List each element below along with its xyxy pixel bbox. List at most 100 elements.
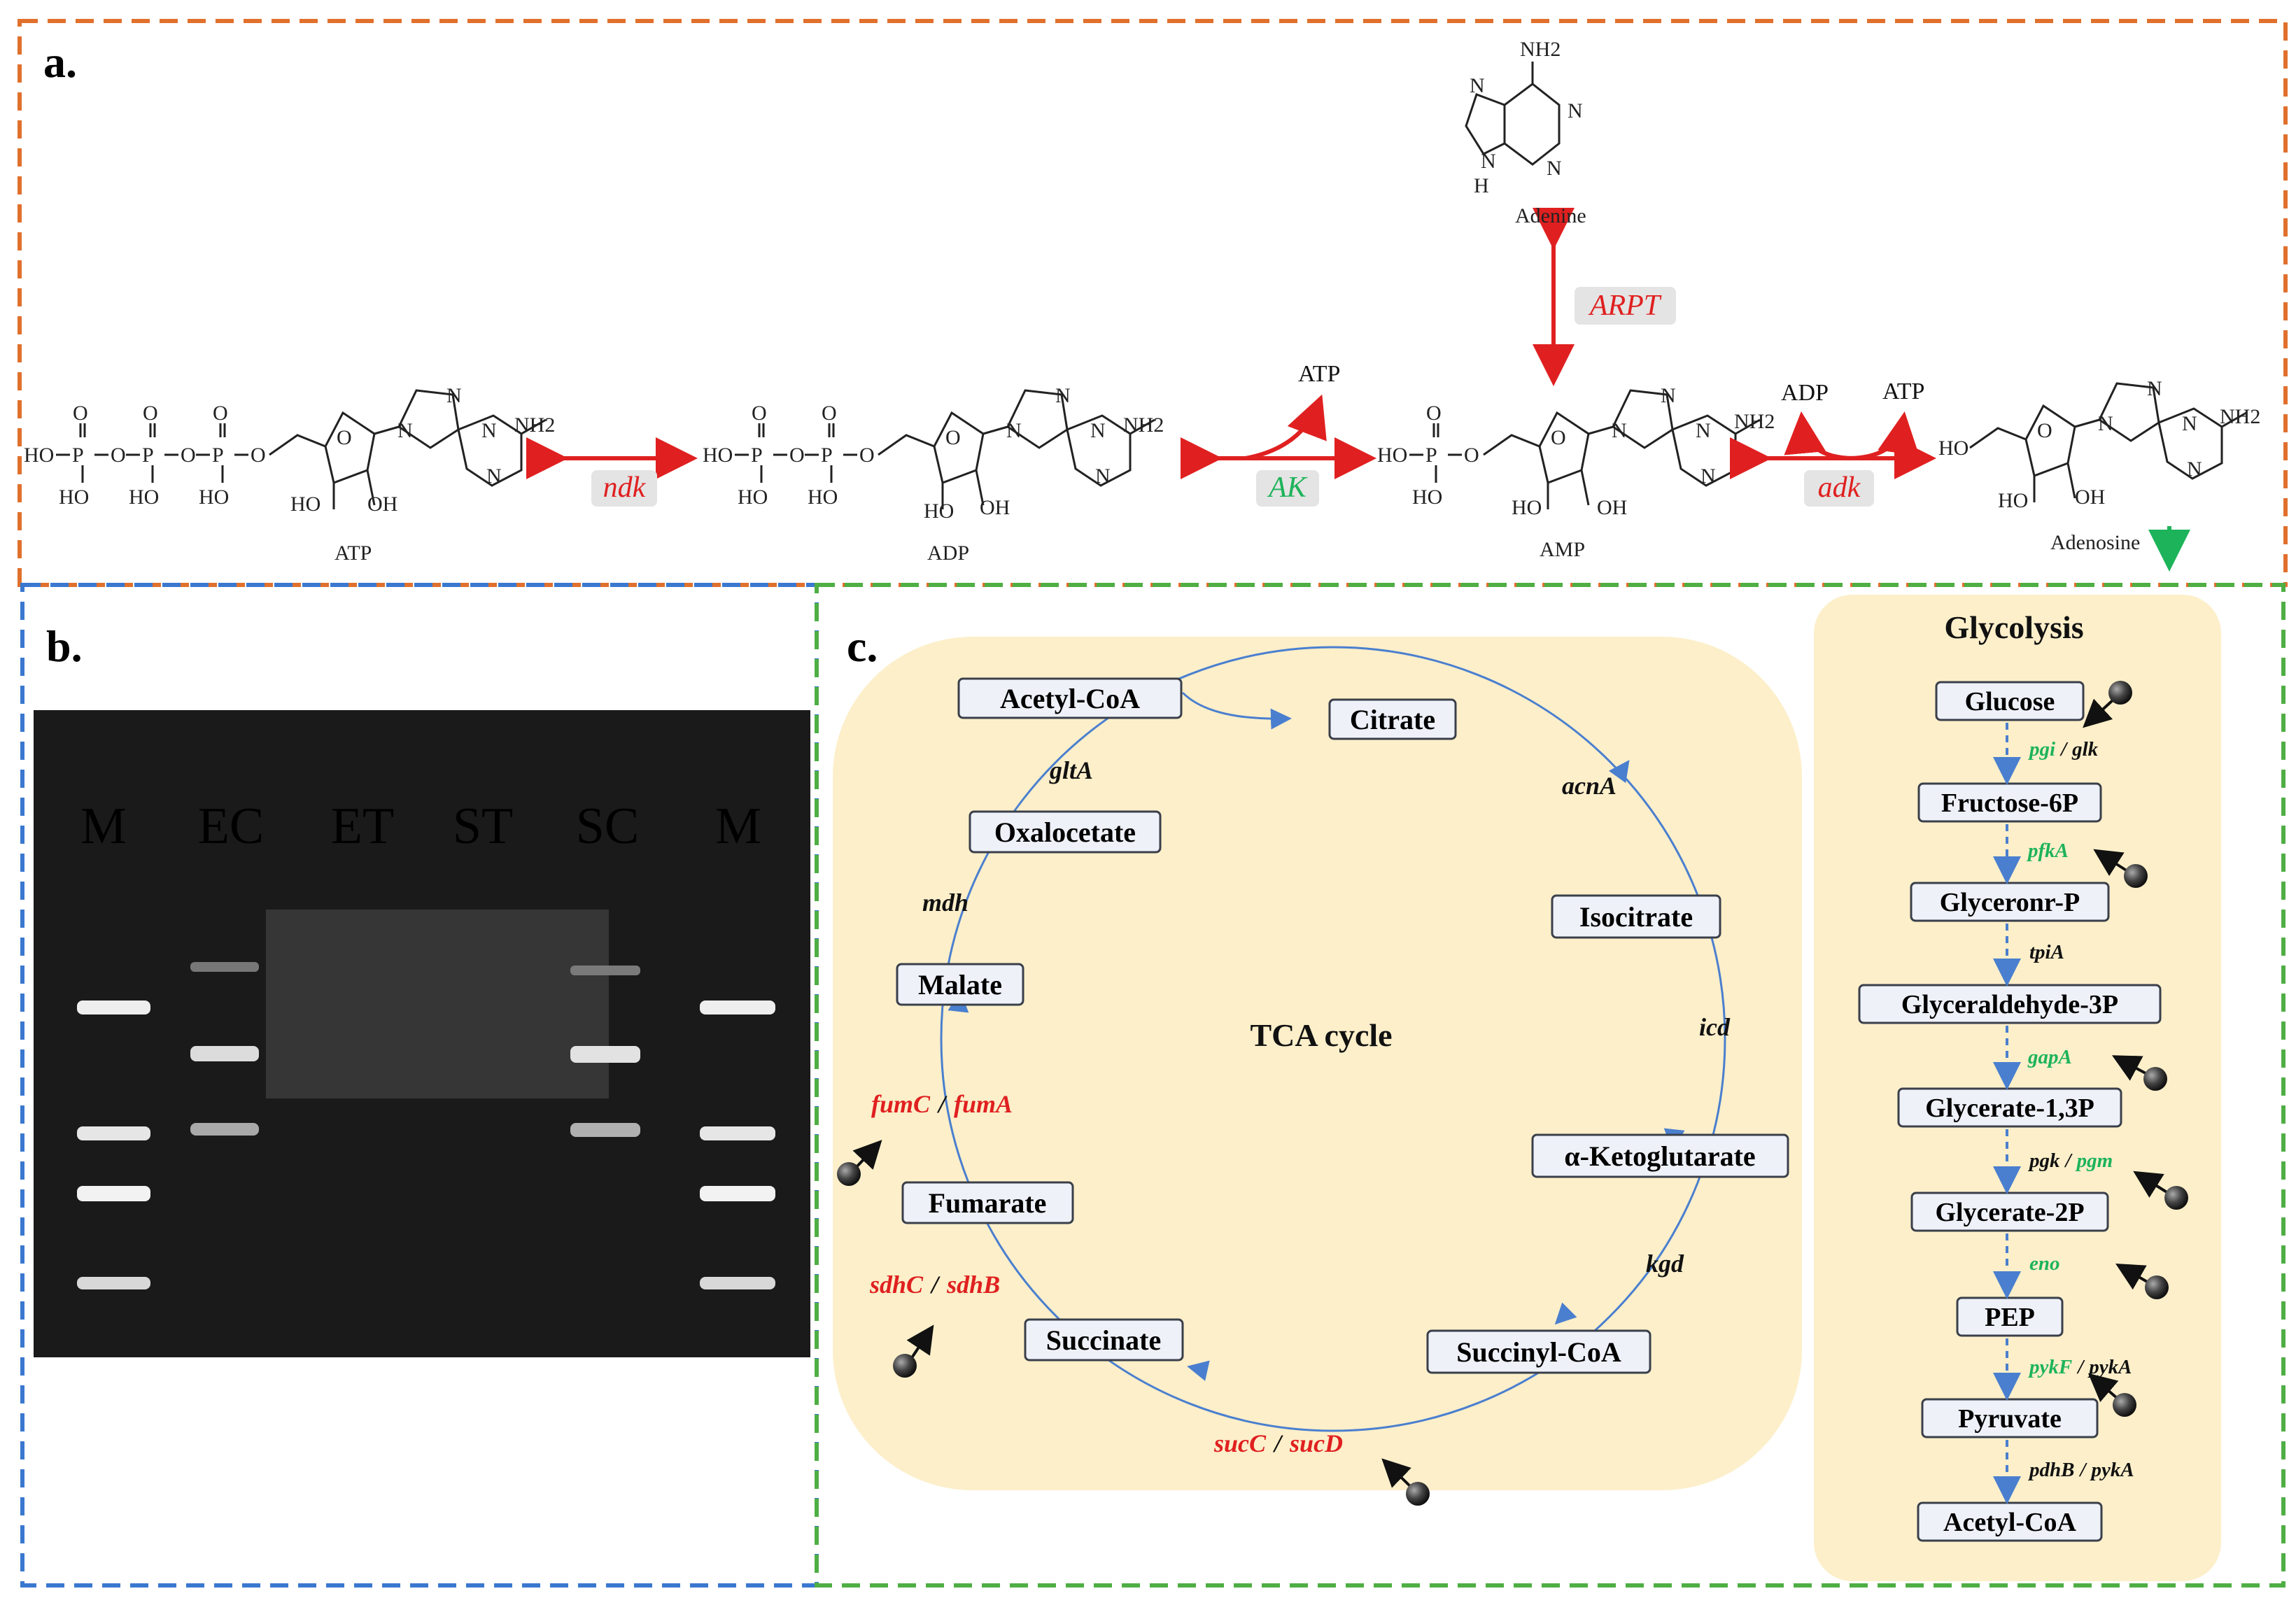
svg-text:HO: HO: [1938, 437, 1968, 460]
ball-arrow-icon: [2093, 849, 2148, 888]
band: [570, 966, 640, 975]
svg-text:tpiA: tpiA: [2029, 941, 2064, 963]
svg-text:HO: HO: [703, 444, 733, 467]
band: [700, 1277, 775, 1289]
glycolysis-metabolite: Glucose: [1935, 681, 2085, 721]
band: [190, 1046, 259, 1061]
svg-text:HO: HO: [1377, 444, 1407, 467]
svg-text:HO: HO: [1998, 489, 2028, 512]
metabolite-acetyl-coa: Acetyl-CoA: [957, 677, 1183, 719]
glycolysis-metabolite: Fructose-6P: [1917, 782, 2102, 823]
svg-text:HO: HO: [738, 486, 768, 509]
svg-text:pgi/glk: pgi/glk: [2027, 738, 2099, 761]
svg-text:O: O: [752, 402, 767, 425]
ball-arrow-icon: [2087, 1373, 2136, 1417]
svg-text:N: N: [1661, 384, 1676, 407]
svg-text:HO: HO: [1412, 486, 1442, 509]
svg-text:HO: HO: [24, 444, 54, 467]
enzyme-gapA: gapA: [2027, 1046, 2072, 1068]
ball-arrow-icon: [2083, 681, 2132, 728]
svg-text:N: N: [2147, 377, 2162, 400]
band: [77, 1001, 150, 1014]
enzyme-pykA: pykA: [2087, 1356, 2132, 1378]
svg-text:HO: HO: [808, 486, 838, 509]
svg-text:pdhB/pykA: pdhB/pykA: [2027, 1459, 2134, 1481]
gel-smear: [266, 910, 609, 1098]
svg-text:OH: OH: [2075, 486, 2105, 509]
svg-text:N: N: [1095, 465, 1111, 488]
svg-text:N: N: [1090, 419, 1106, 442]
svg-text:O: O: [143, 402, 158, 425]
adp-structure: HO P O HO O P O HO O HO OH O N N N N NH2…: [703, 384, 1164, 565]
arpt-label: ARPT: [1588, 290, 1662, 322]
ak-label: AK: [1267, 472, 1308, 504]
svg-text:N: N: [2187, 458, 2202, 481]
ball-arrow-icon: [2115, 1264, 2169, 1299]
glycolysis-metabolite: Acetyl-CoA: [1917, 1501, 2103, 1542]
ball-arrow-icon: [2111, 1055, 2167, 1091]
enzyme-glk: glk: [2071, 738, 2099, 761]
ak-atp-curve: [1245, 394, 1327, 460]
tca-enzymes: gltA acnA icd kgd mdh sucC/sucD sdhC/sdh…: [869, 756, 1731, 1457]
svg-text:pgk/pgm: pgk/pgm: [2027, 1150, 2113, 1172]
enzyme-kgd: kgd: [1646, 1250, 1684, 1278]
svg-text:sdhC/sdhB: sdhC/sdhB: [869, 1271, 1000, 1299]
ndk-badge: [591, 470, 657, 507]
svg-text:P: P: [821, 444, 833, 467]
adk-label: adk: [1818, 472, 1861, 504]
panel-b-letter: b.: [46, 621, 83, 671]
svg-text:HO: HO: [199, 486, 229, 509]
band: [190, 962, 259, 972]
adk-badge: [1804, 470, 1874, 507]
enzyme-fumA: fumA: [954, 1090, 1013, 1118]
enzyme-eno: eno: [2029, 1252, 2060, 1275]
ak-badge: [1256, 470, 1319, 507]
enzyme-pgi: pgi: [2027, 738, 2055, 761]
svg-text:O: O: [789, 444, 805, 467]
atp-label: ATP: [334, 542, 372, 565]
tca-cycle-circle: [940, 646, 1726, 1432]
svg-text:P: P: [212, 444, 224, 467]
adk-adp-curve: [1784, 411, 1855, 460]
panel-c-letter: c.: [847, 621, 878, 671]
ball-arrow-icon: [2133, 1171, 2188, 1210]
svg-text:P: P: [142, 444, 154, 467]
enzyme-gltA: gltA: [1049, 756, 1093, 784]
svg-text:O: O: [251, 444, 266, 467]
band: [77, 1126, 150, 1140]
svg-text:Fumarate: Fumarate: [929, 1187, 1047, 1219]
glycolysis-metabolite: Pyruvate: [1921, 1398, 2099, 1438]
svg-text:P: P: [1425, 444, 1437, 467]
glycolysis-metabolite: PEP: [1956, 1296, 2064, 1337]
svg-text:N: N: [481, 419, 497, 442]
adk-atp-label: ATP: [1882, 379, 1924, 404]
svg-text:α-Ketoglutarate: α-Ketoglutarate: [1564, 1140, 1755, 1172]
svg-text:Acetyl-CoA: Acetyl-CoA: [1000, 683, 1140, 714]
metabolite-citrate: Citrate: [1328, 698, 1457, 740]
svg-text:HO: HO: [1512, 496, 1542, 519]
svg-text:HO: HO: [129, 486, 159, 509]
svg-text:O: O: [2037, 419, 2052, 442]
adp-label: ADP: [927, 542, 969, 565]
adenine-structure: N N N N H NH2 Adenine: [1465, 38, 1586, 227]
svg-text:fumC/fumA: fumC/fumA: [871, 1090, 1013, 1118]
enzyme-icd: icd: [1699, 1013, 1731, 1041]
lane-label: M: [80, 798, 127, 855]
svg-text:Glycerate-1,3P: Glycerate-1,3P: [1925, 1094, 2094, 1123]
svg-text:N: N: [1700, 465, 1716, 488]
svg-text:N: N: [2182, 412, 2197, 435]
svg-text:OH: OH: [367, 493, 397, 516]
svg-text:H: H: [1474, 174, 1489, 197]
svg-text:pykF/pykA: pykF/pykA: [2027, 1356, 2132, 1378]
gel-bands: [77, 962, 775, 1289]
band: [190, 1123, 259, 1136]
amp-label: AMP: [1540, 538, 1585, 561]
svg-text:HO: HO: [59, 486, 89, 509]
glycolysis-title: Glycolysis: [1944, 609, 2083, 645]
lane-label: M: [715, 798, 761, 855]
tca-metabolites: Acetyl-CoA Citrate Isocitrate α-Ketoglut…: [896, 677, 1789, 1374]
glycolysis-metabolite: Glyceraldehyde-3P: [1858, 984, 2162, 1024]
glycolysis-metabolites: GlucoseFructose-6PGlyceronr-PGlyceraldeh…: [1858, 681, 2162, 1542]
svg-text:N: N: [1547, 157, 1562, 180]
